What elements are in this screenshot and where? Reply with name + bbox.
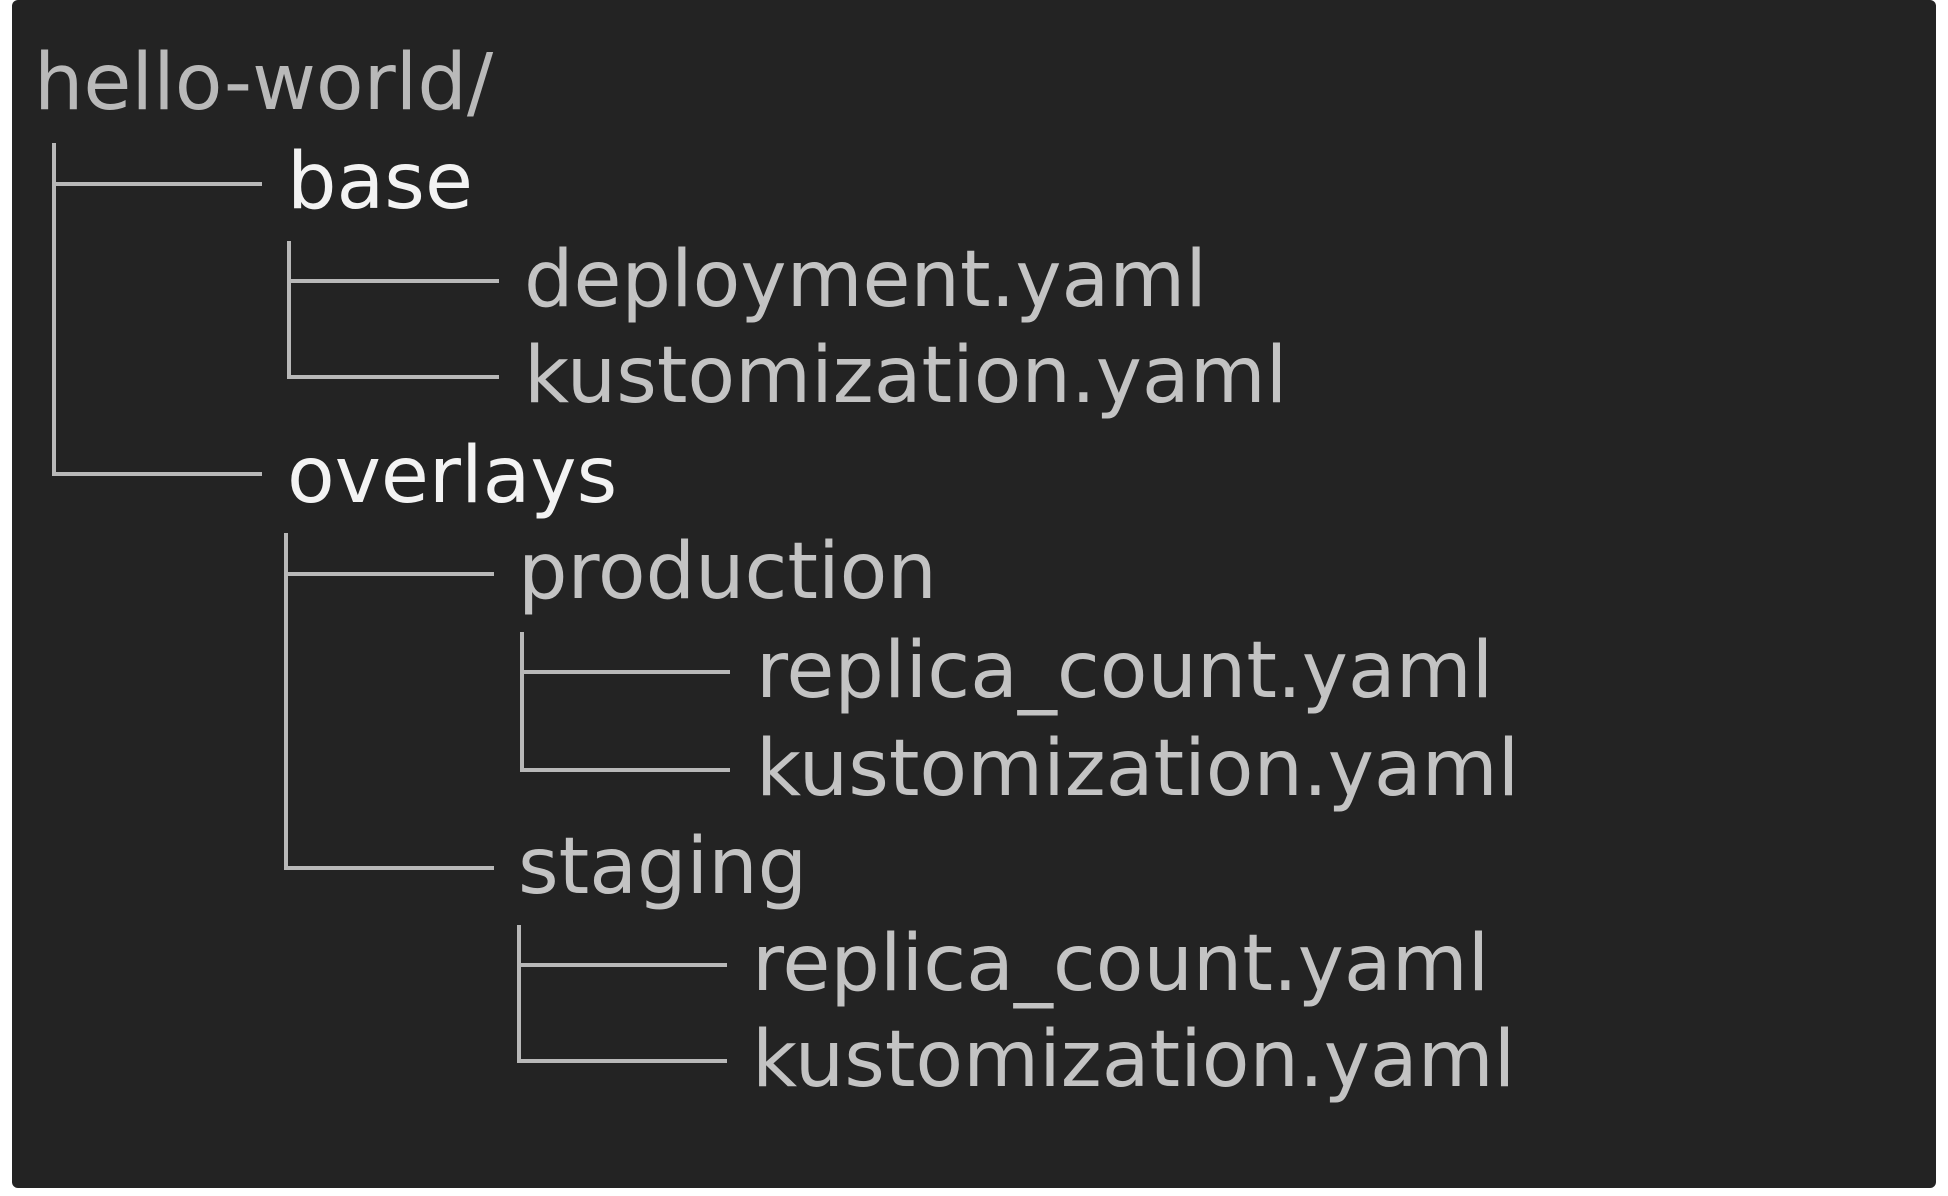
tree-branch-overlays <box>52 472 262 476</box>
tree-branch-deployment <box>287 279 499 283</box>
production-folder-label: production <box>518 527 937 617</box>
staging-folder-label: staging <box>518 822 808 912</box>
production-kustomization-file-label: kustomization.yaml <box>756 724 1520 814</box>
tree-branch-staging-kustomization <box>517 1059 727 1063</box>
tree-branch-production <box>284 572 494 576</box>
staging-kustomization-file-label: kustomization.yaml <box>752 1015 1516 1105</box>
base-kustomization-file-label: kustomization.yaml <box>524 331 1288 421</box>
tree-branch-production-kustomization <box>520 768 730 772</box>
production-replica-file-label: replica_count.yaml <box>756 626 1494 716</box>
tree-branch-base-kustomization <box>287 375 499 379</box>
staging-replica-file-label: replica_count.yaml <box>752 919 1490 1009</box>
deployment-file-label: deployment.yaml <box>524 235 1207 325</box>
tree-branch-staging-replica <box>517 963 727 967</box>
tree-branch-staging <box>284 866 494 870</box>
tree-trunk-staging <box>517 925 521 1063</box>
tree-trunk-base <box>287 241 291 379</box>
directory-tree-panel: hello-world/ base deployment.yaml kustom… <box>12 0 1936 1188</box>
tree-trunk-root <box>52 143 56 476</box>
tree-trunk-overlays <box>284 533 288 870</box>
overlays-folder-label: overlays <box>287 431 618 521</box>
base-folder-label: base <box>287 137 473 227</box>
tree-trunk-production <box>520 632 524 772</box>
root-folder-label: hello-world/ <box>34 38 494 128</box>
tree-branch-production-replica <box>520 670 730 674</box>
tree-branch-base <box>52 182 262 186</box>
